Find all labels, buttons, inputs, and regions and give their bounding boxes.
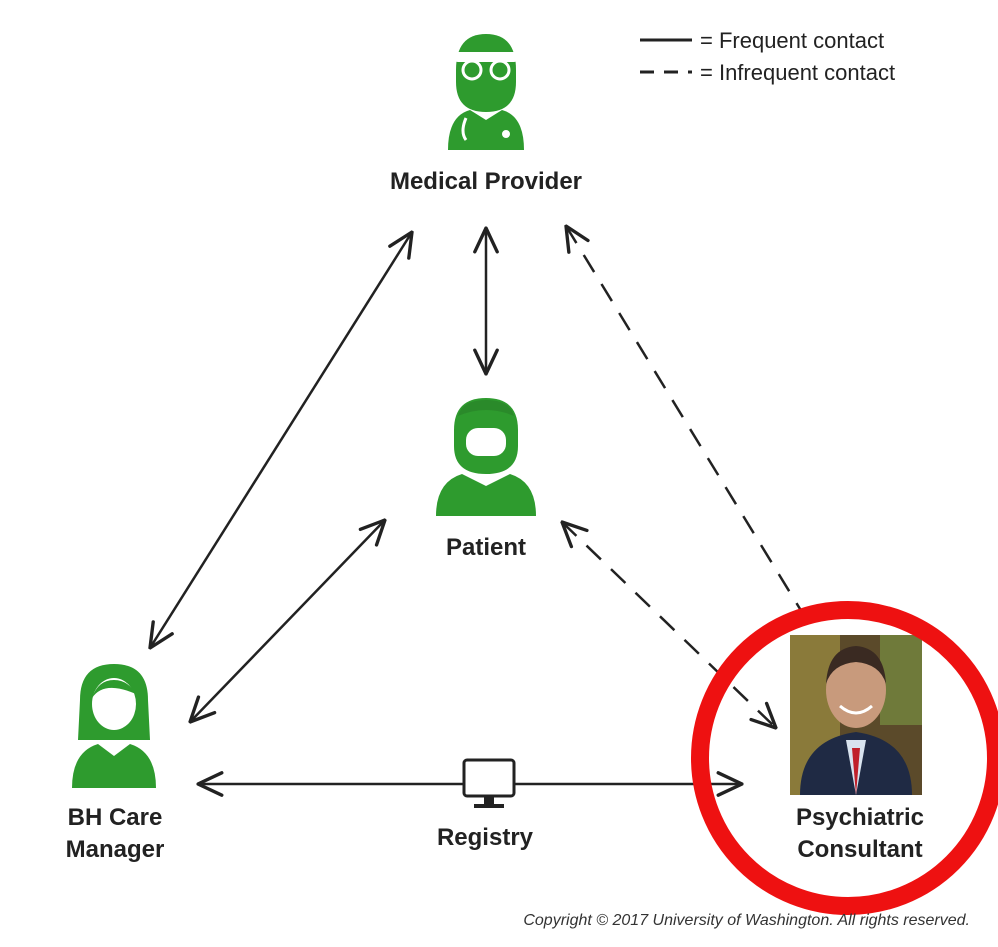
medical-provider-label: Medical Provider <box>389 168 583 195</box>
psychiatric-consultant-line1: Psychiatric <box>795 804 925 831</box>
psychiatric-consultant-label: Psychiatric Consultant <box>770 802 950 866</box>
computer-monitor-icon <box>462 758 516 808</box>
registry-label: Registry <box>436 824 534 851</box>
bh-care-manager-line2: Manager <box>65 836 165 863</box>
dashed-arrow-provider-consultant <box>566 226 810 623</box>
arrow-provider-caremanager <box>150 232 412 648</box>
legend-frequent-label: = Frequent contact <box>700 28 885 53</box>
patient-label: Patient <box>445 534 526 561</box>
legend-infrequent-label: = Infrequent contact <box>700 60 896 85</box>
arrow-patient-caremanager <box>190 520 385 722</box>
highlight-circle <box>691 601 998 915</box>
care-manager-icon <box>72 664 156 788</box>
bh-care-manager-label: BH Care Manager <box>40 802 190 866</box>
doctor-icon <box>448 34 524 150</box>
dashed-arrow-patient-consultant <box>562 522 776 728</box>
psychiatric-consultant-line2: Consultant <box>797 836 923 863</box>
consultant-photo <box>790 635 922 795</box>
bh-care-manager-line1: BH Care <box>67 804 163 831</box>
copyright-notice: Copyright © 2017 University of Washingto… <box>523 912 970 929</box>
patient-icon <box>436 398 536 516</box>
